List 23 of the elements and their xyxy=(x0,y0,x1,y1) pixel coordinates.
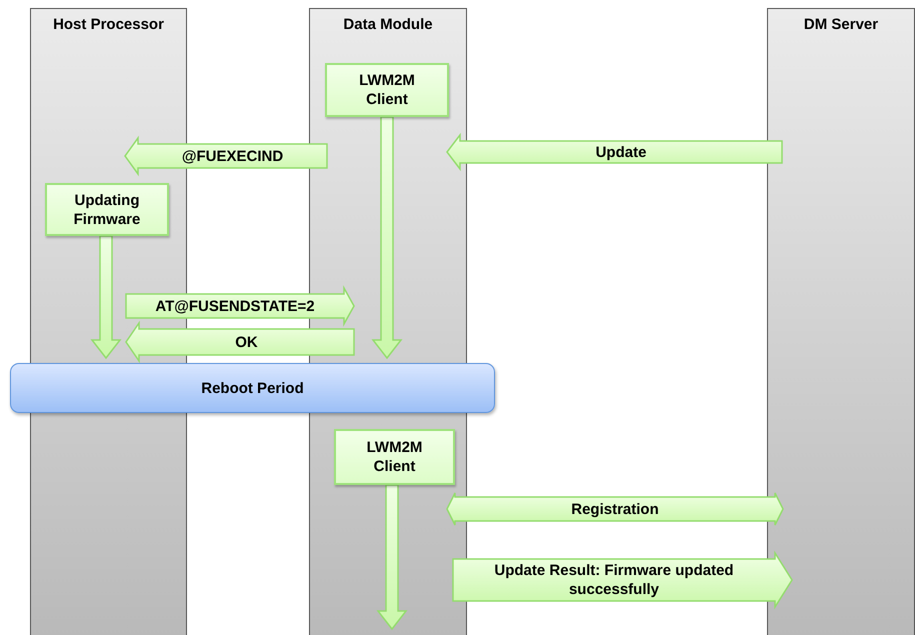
process-box: LWM2M Client xyxy=(325,63,449,117)
swimlane xyxy=(767,8,915,635)
arrow xyxy=(376,484,408,630)
block-arrow xyxy=(452,550,793,610)
block-arrow xyxy=(446,492,784,526)
lane-title: Host Processor xyxy=(53,15,164,34)
process-box: LWM2M Client xyxy=(334,429,455,485)
block-arrow xyxy=(446,132,783,172)
block-arrow xyxy=(125,320,355,364)
edge-label: Update xyxy=(596,142,646,162)
process-box: Updating Firmware xyxy=(45,183,169,236)
edge-label: @FUEXECIND xyxy=(182,146,284,166)
arrow xyxy=(90,235,122,360)
block-arrow xyxy=(125,285,355,327)
lane-title: Data Module xyxy=(343,15,433,34)
edge-label: Update Result: Firmware updated successfully xyxy=(493,561,735,599)
arrow xyxy=(371,116,403,360)
block-arrow xyxy=(124,136,328,176)
reboot-period-bar: Reboot Period xyxy=(10,363,495,413)
edge-label: Registration xyxy=(571,500,659,518)
edge-label: OK xyxy=(235,332,258,352)
lane-title: DM Server xyxy=(804,15,878,34)
edge-label: AT@FUSENDSTATE=2 xyxy=(155,296,315,316)
